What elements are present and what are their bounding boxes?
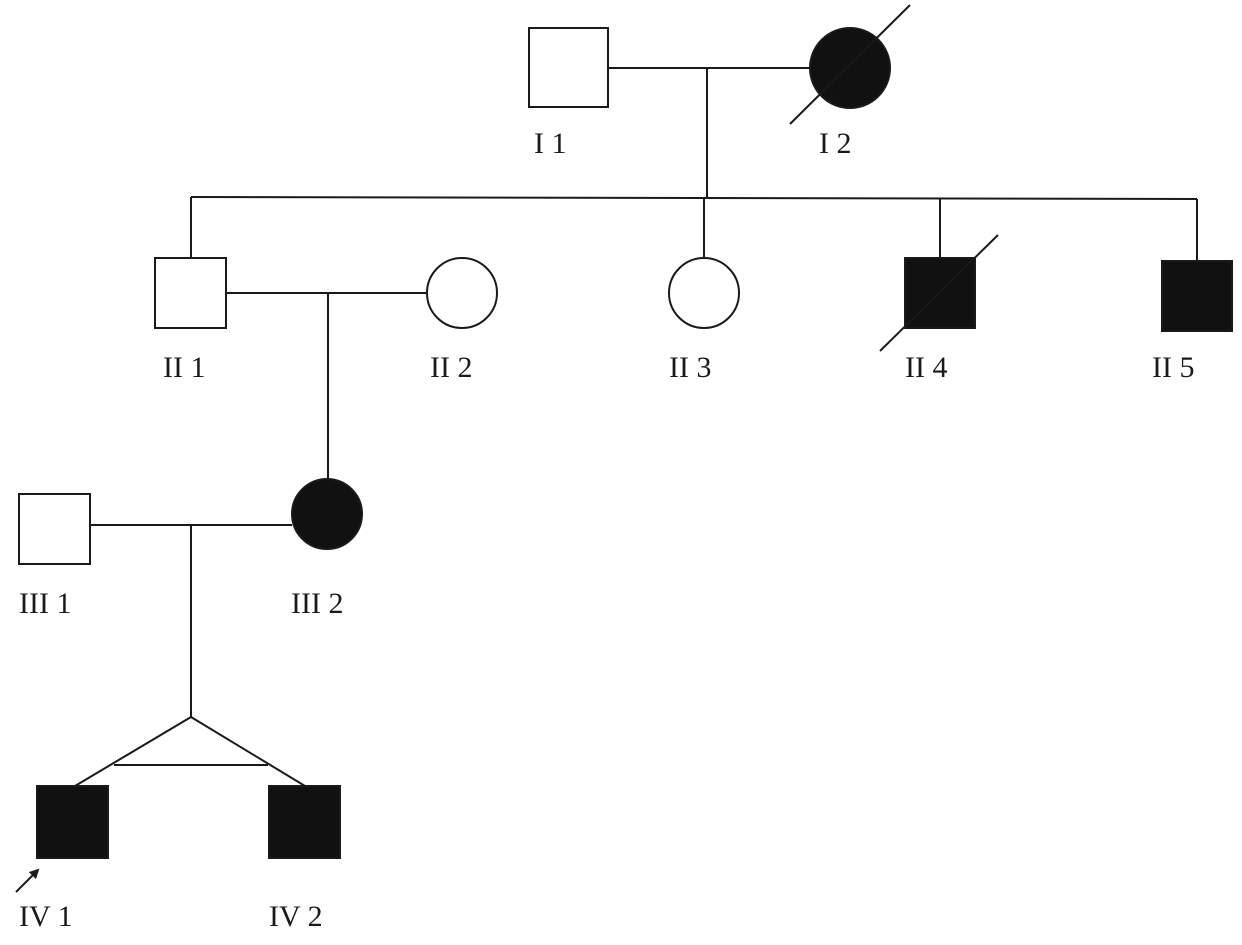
male-square — [268, 785, 341, 859]
proband-arrow — [15, 868, 40, 893]
male-square — [36, 785, 109, 859]
label-IV-2: IV 2 — [269, 900, 323, 933]
female-circle — [426, 257, 498, 329]
label-II-5: II 5 — [1152, 351, 1194, 384]
deceased-slash — [789, 4, 911, 125]
individual-II-1: II 1 — [154, 257, 227, 384]
male-square — [154, 257, 227, 329]
individual-I-1: I 1 — [528, 27, 609, 160]
label-II-3: II 3 — [669, 351, 711, 384]
individual-IV-1: IV 1 — [15, 785, 109, 933]
sibship-line-II — [190, 196, 1198, 200]
female-circle — [291, 478, 363, 550]
label-II-4: II 4 — [905, 351, 947, 384]
female-circle — [668, 257, 740, 329]
male-square — [18, 493, 91, 565]
label-III-1: III 1 — [19, 587, 71, 620]
individual-II-4: II 4 — [879, 234, 999, 384]
label-I-1: I 1 — [534, 127, 567, 160]
individual-II-3: II 3 — [668, 257, 740, 384]
individual-I-2: I 2 — [789, 4, 911, 160]
male-square — [1161, 260, 1233, 332]
label-II-1: II 1 — [163, 351, 205, 384]
individual-IV-2: IV 2 — [268, 785, 341, 933]
label-III-2: III 2 — [291, 587, 343, 620]
deceased-slash — [879, 234, 999, 352]
individual-II-5: II 5 — [1152, 260, 1233, 384]
label-IV-1: IV 1 — [19, 900, 73, 933]
individual-II-2: II 2 — [426, 257, 498, 384]
label-II-2: II 2 — [430, 351, 472, 384]
label-I-2: I 2 — [819, 127, 852, 160]
individual-III-2: III 2 — [291, 478, 363, 620]
female-circle — [809, 27, 891, 109]
male-square — [528, 27, 609, 108]
twin-line-left — [74, 716, 192, 787]
individual-III-1: III 1 — [18, 493, 91, 620]
twin-line-right — [190, 716, 306, 787]
